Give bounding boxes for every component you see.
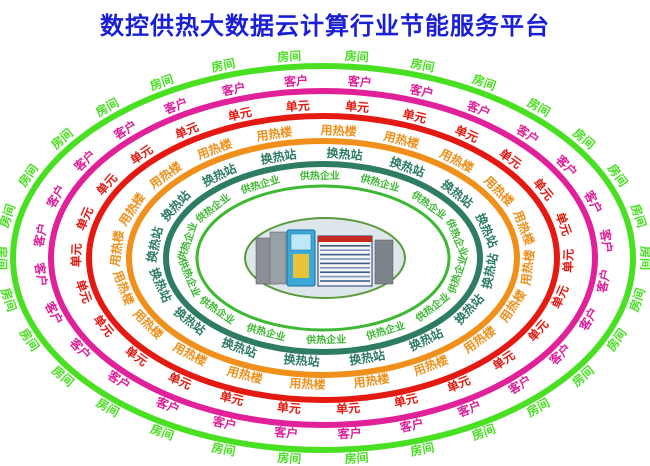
ring-label: 房间 bbox=[210, 55, 237, 74]
ring-label: 换热站 bbox=[143, 225, 165, 263]
data-table-header bbox=[318, 236, 372, 242]
kiosk-screen bbox=[290, 233, 312, 251]
ring-label: 房间 bbox=[409, 55, 436, 74]
center-system-image bbox=[244, 217, 406, 299]
ring-label: 房间 bbox=[569, 362, 597, 389]
rings-layer bbox=[10, 63, 636, 453]
ring-label: 供热企业 bbox=[305, 333, 346, 347]
ring-label: 客户 bbox=[32, 261, 51, 288]
ring-label: 房间 bbox=[639, 246, 650, 270]
data-table-row bbox=[320, 271, 370, 273]
ring-label: 单元 bbox=[276, 399, 301, 416]
ring-label: 单元 bbox=[226, 104, 253, 124]
ring-label: 客户 bbox=[545, 340, 573, 368]
data-table-panel bbox=[317, 235, 373, 287]
ring-label: 房间 bbox=[344, 48, 369, 65]
ring-label: 客户 bbox=[336, 425, 362, 441]
ring-label: 单元 bbox=[122, 343, 150, 369]
ring-ellipse bbox=[163, 161, 483, 355]
ring-label: 单元 bbox=[90, 312, 117, 340]
ring-label: 用热楼 bbox=[254, 124, 293, 144]
ring-label: 房间 bbox=[0, 246, 10, 270]
ring-label: 单元 bbox=[285, 98, 310, 114]
ring-label: 房间 bbox=[277, 450, 302, 466]
ring-label: 换热站 bbox=[260, 146, 298, 167]
ring-label: 单元 bbox=[524, 316, 551, 344]
ring-label: 单元 bbox=[68, 243, 84, 267]
ring-label: 单元 bbox=[345, 98, 370, 115]
data-table-row bbox=[320, 262, 370, 265]
ring-label: 用热楼 bbox=[107, 229, 126, 268]
ring-label: 客户 bbox=[594, 267, 614, 295]
ring-label: 房间 bbox=[210, 439, 237, 458]
ring-ellipse bbox=[48, 88, 598, 428]
ring-label: 客户 bbox=[407, 81, 435, 101]
server-rack bbox=[269, 231, 287, 285]
ring-label: 房间 bbox=[49, 362, 77, 389]
ring-label: 用热楼 bbox=[518, 249, 537, 288]
page-title: 数控供热大数据云计算行业节能服务平台 bbox=[100, 12, 550, 40]
ring-label: 客户 bbox=[398, 415, 426, 435]
data-table-row bbox=[320, 258, 370, 260]
ring-label: 换热站 bbox=[479, 252, 501, 290]
data-table-row bbox=[320, 245, 370, 247]
ring-label: 房间 bbox=[409, 439, 436, 458]
ring-label: 供热企业 bbox=[192, 191, 232, 226]
ring-label: 单元 bbox=[560, 249, 576, 273]
ring-label: 客户 bbox=[346, 73, 372, 90]
ring-label: 客户 bbox=[273, 424, 299, 441]
data-table-row bbox=[320, 249, 370, 251]
ring-label: 换热站 bbox=[283, 351, 320, 369]
ring-label: 供热企业 bbox=[408, 188, 449, 222]
ring-ellipse bbox=[10, 63, 636, 453]
kiosk-panel bbox=[293, 254, 309, 278]
ring-ellipse bbox=[86, 113, 560, 403]
ring-label: 客户 bbox=[597, 227, 616, 254]
ring-label: 单元 bbox=[218, 388, 245, 408]
server-rack bbox=[374, 239, 394, 285]
ring-label: 换热站 bbox=[348, 347, 386, 368]
ring-label: 换热站 bbox=[326, 145, 363, 163]
ring-label: 客户 bbox=[210, 413, 238, 433]
ring-label: 房间 bbox=[626, 286, 648, 314]
data-table-row bbox=[320, 275, 370, 278]
ring-label: 单元 bbox=[336, 400, 361, 416]
ring-label: 用热楼 bbox=[319, 122, 357, 139]
ring-label: 房间 bbox=[277, 48, 302, 65]
ring-label: 客户 bbox=[220, 79, 248, 99]
ring-label: 用热楼 bbox=[288, 375, 326, 392]
ring-label: 房间 bbox=[344, 450, 369, 466]
ring-label: 单元 bbox=[392, 390, 419, 410]
data-table-row bbox=[320, 280, 370, 282]
ring-ellipse bbox=[126, 138, 520, 378]
data-table-row bbox=[320, 267, 370, 269]
ring-label: 客户 bbox=[66, 334, 94, 362]
ring-ellipse bbox=[195, 184, 451, 332]
data-table-row bbox=[320, 253, 370, 256]
ring-label: 客户 bbox=[30, 222, 50, 250]
ring-label: 单元 bbox=[401, 106, 428, 126]
data-table-rows bbox=[320, 245, 370, 282]
ring-label: 房间 bbox=[628, 202, 650, 230]
ring-label: 用热楼 bbox=[352, 370, 391, 390]
ring-label: 客户 bbox=[283, 73, 309, 89]
ring-label: 供热企业 bbox=[299, 169, 340, 183]
